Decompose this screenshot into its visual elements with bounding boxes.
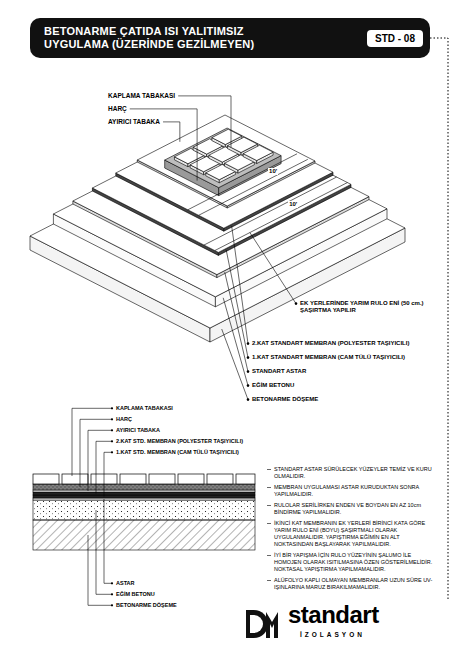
section-tile	[62, 474, 88, 484]
bullet-dash	[267, 469, 271, 470]
section-tile	[236, 474, 255, 484]
note-text: İKİNCİ KAT MEMBRANIN EK YERLERİ BİRİNCİ …	[274, 520, 440, 548]
section-tile	[120, 474, 146, 484]
part-label: EĞİM BETONU	[116, 591, 155, 598]
logo-shape	[250, 615, 263, 633]
leader-line	[104, 499, 112, 583]
leader-line	[250, 233, 296, 304]
section-membran-1	[33, 495, 255, 498]
layer-membran-2	[116, 117, 333, 228]
code-text: STD - 08	[375, 33, 415, 44]
note-text: MEMBRAN UYGULAMASI ASTAR KURUDUKTAN SONR…	[274, 484, 440, 498]
dotted-frame	[430, 38, 448, 600]
section-egim-betonu	[33, 500, 255, 520]
leader-line	[222, 329, 248, 400]
leader-line	[163, 122, 180, 142]
note-label: EK YERLERİNDE YARIM RULO ENİ (50 cm.) ŞA…	[300, 300, 440, 314]
part-label: STANDART ASTAR	[252, 368, 306, 375]
floor-tile	[243, 145, 273, 160]
leader-line	[178, 96, 231, 147]
overlap-seam	[215, 183, 348, 251]
part-label: HARÇ	[108, 105, 127, 113]
part-label: EĞİM BETONU	[252, 382, 294, 389]
bullet-dash	[267, 487, 271, 488]
part-label: BETONARME DÖŞEME	[116, 602, 177, 609]
page-title: BETONARME ÇATIDA ISI YALITIMSIZ UYGULAMA…	[44, 25, 289, 51]
bullet-dash	[267, 523, 271, 524]
leader-line	[226, 250, 248, 358]
overlap-seam	[199, 159, 308, 215]
bullet-dash	[267, 580, 271, 581]
note-text: ALÜFOLYO KAPLI OLMAYAN MEMBRANLAR UZUN S…	[274, 577, 440, 591]
leader-line	[104, 452, 112, 496]
overlap-seam	[188, 154, 297, 210]
bullet-dash	[267, 505, 271, 506]
layer-harc	[165, 128, 281, 188]
section-membran-2	[33, 492, 255, 495]
code-box: STD - 08	[367, 30, 423, 47]
leader-line	[72, 408, 112, 476]
section-betonarme	[33, 520, 255, 550]
leader-line	[96, 510, 112, 594]
part-label: KAPLAMA TABAKASI	[108, 92, 175, 100]
leader-line	[225, 272, 248, 371]
part-label: BETONARME DÖŞEME	[252, 396, 318, 403]
note-text: İYİ BİR YAPIŞMA İÇİN RULO YÜZEYİNİN ŞALU…	[274, 552, 440, 573]
part-label: KAPLAMA TABAKASI	[116, 405, 173, 412]
part-label: HARÇ	[116, 416, 132, 423]
logo-mark	[246, 610, 278, 638]
section-tile	[207, 474, 233, 484]
part-label: ASTAR	[116, 580, 135, 587]
leader-line	[223, 298, 248, 386]
section-tile	[149, 474, 175, 484]
part-label: 2.KAT STANDART MEMBRAN (POLYESTER TAŞIYI…	[252, 340, 409, 347]
section-illustration	[33, 474, 255, 550]
section-tile	[33, 474, 59, 484]
note-text: STANDART ASTAR SÜRÜLECEK YÜZEYLER TEMİZ …	[274, 466, 440, 480]
part-label: 1.KAT STANDART MEMBRAN (CAM TÜLÜ TAŞIYIC…	[252, 354, 405, 361]
section-harc	[33, 484, 255, 490]
layer-membran-1	[92, 120, 351, 252]
layer-harc	[219, 156, 281, 196]
dimension: 10'	[268, 168, 278, 175]
overlap-seam	[204, 177, 337, 245]
part-label: AYIRICI TABAKA	[116, 427, 160, 434]
layer-ayirici	[137, 115, 315, 206]
logo-shape	[246, 610, 268, 638]
bullet-dash	[267, 555, 271, 556]
section-tile	[178, 474, 204, 484]
leader-line	[88, 430, 112, 491]
leader-line	[232, 226, 248, 344]
title-banner	[30, 18, 430, 58]
leader-line	[88, 535, 112, 605]
part-label: 1.KAT STD. MEMBRAN (CAM TÜLÜ TAŞIYICILI)	[116, 449, 239, 456]
note-text: RULOLAR SERİLİRKEN ENDEN VE BOYDAN EN AZ…	[274, 502, 440, 516]
part-label: 2.KAT STD. MEMBRAN (POLYESTER TAŞIYICILI…	[116, 438, 243, 445]
logo-shape	[266, 612, 278, 638]
brand-name: standart	[288, 603, 379, 627]
part-label: AYIRICI TABAKA	[108, 118, 160, 126]
leader-lines	[72, 96, 297, 606]
dimension: 10'	[288, 201, 298, 208]
brand-subtitle: İZOLASYON	[300, 631, 365, 639]
